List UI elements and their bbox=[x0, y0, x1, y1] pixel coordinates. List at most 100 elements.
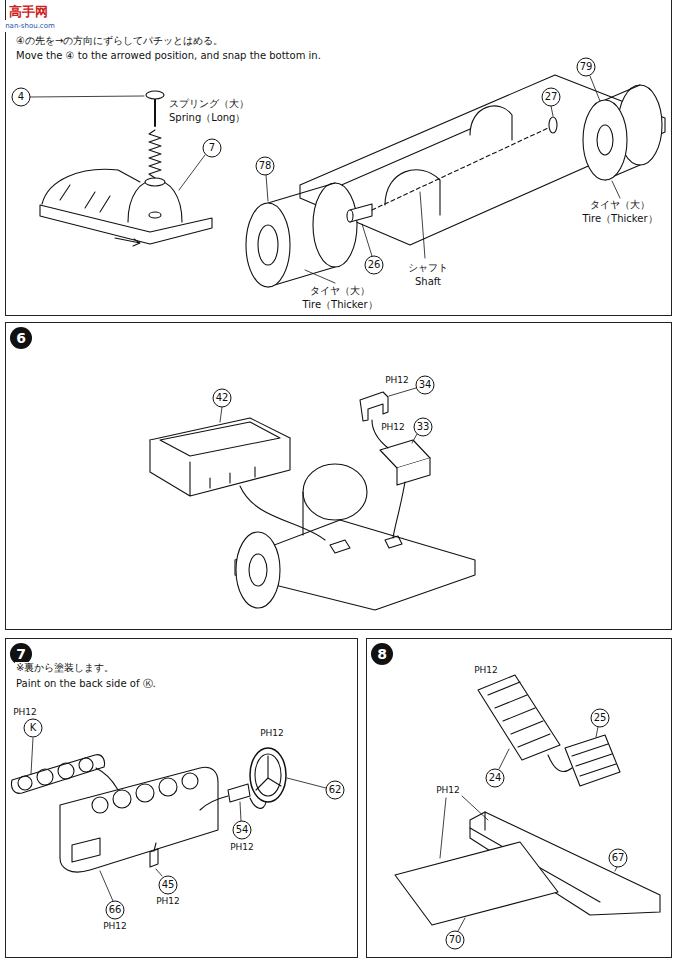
gauge-hole bbox=[92, 797, 108, 813]
plate-detail bbox=[60, 185, 110, 212]
gauge-hole bbox=[182, 773, 198, 789]
part-label: Spring（Long） bbox=[168, 112, 246, 124]
leader-line bbox=[156, 869, 162, 876]
callout-circle bbox=[203, 139, 221, 157]
callout-number: 54 bbox=[236, 824, 249, 836]
leader-line bbox=[266, 175, 268, 201]
side-tire bbox=[236, 532, 280, 608]
steering-spokes bbox=[256, 756, 281, 790]
leader-line bbox=[462, 796, 488, 820]
fit-line bbox=[240, 486, 325, 540]
callout-circle bbox=[577, 58, 595, 76]
callout-number: 67 bbox=[612, 852, 625, 864]
gauge-cluster bbox=[11, 755, 104, 794]
callout-number: 79 bbox=[580, 61, 593, 73]
callout-circle bbox=[365, 256, 383, 274]
tire-hub bbox=[249, 554, 267, 586]
slots bbox=[330, 536, 402, 553]
part-label: PH12 bbox=[384, 374, 410, 386]
tire-78 bbox=[246, 203, 290, 287]
callout-number: 70 bbox=[449, 934, 462, 946]
part-label: ※裏から塗装します。 bbox=[15, 662, 115, 674]
callout-circle bbox=[256, 157, 274, 175]
chassis bbox=[235, 520, 475, 610]
step-panel: 6 bbox=[5, 322, 672, 630]
callout-circle bbox=[416, 376, 434, 394]
seat-back-24 bbox=[478, 675, 560, 760]
gauge bbox=[37, 769, 53, 785]
callout-circle bbox=[12, 88, 30, 106]
step-number: 8 bbox=[371, 643, 393, 665]
callout-number: K bbox=[30, 722, 37, 734]
leader-line bbox=[420, 192, 425, 258]
leader-line bbox=[389, 388, 416, 396]
pin-shaft bbox=[154, 99, 156, 126]
callout-number: 33 bbox=[417, 421, 430, 433]
gauge-hole bbox=[113, 790, 131, 808]
callout-circle bbox=[24, 719, 42, 737]
callout-number: 66 bbox=[109, 904, 122, 916]
steering-rim bbox=[255, 754, 281, 796]
part-label: PH12 bbox=[12, 706, 38, 718]
rear-tire bbox=[303, 464, 367, 520]
watermark: nan-shou.com bbox=[4, 20, 56, 32]
callout-number: 34 bbox=[419, 379, 432, 391]
callout-circle bbox=[542, 88, 560, 106]
callout-number: 4 bbox=[18, 91, 24, 103]
fit-line bbox=[250, 798, 266, 808]
part-34 bbox=[360, 392, 388, 421]
gauge bbox=[79, 758, 93, 772]
callout-number: 42 bbox=[216, 392, 229, 404]
washer-27 bbox=[549, 117, 557, 133]
callout-number: 78 bbox=[259, 160, 272, 172]
tire-back bbox=[313, 183, 357, 267]
part-label: PH12 bbox=[229, 841, 255, 853]
leader-line bbox=[179, 155, 205, 190]
callout-number: 62 bbox=[329, 784, 342, 796]
part-45 bbox=[150, 843, 158, 867]
rear-plate bbox=[300, 75, 665, 245]
callout-circle bbox=[213, 389, 231, 407]
fit-line bbox=[200, 796, 228, 810]
leader-line bbox=[100, 871, 113, 901]
leader-line bbox=[287, 778, 326, 788]
seat-base-25 bbox=[565, 735, 620, 786]
tire-hub bbox=[258, 225, 278, 265]
part-label: PH12 bbox=[435, 784, 461, 796]
panel-70 bbox=[395, 842, 558, 925]
leader-line bbox=[551, 106, 553, 116]
callout-number: 26 bbox=[368, 259, 381, 271]
gauge bbox=[58, 763, 74, 779]
spring bbox=[149, 130, 161, 178]
callout-circle bbox=[414, 418, 432, 436]
part-label: PH12 bbox=[380, 421, 406, 433]
part-label: Paint on the back side of Ⓚ. bbox=[15, 678, 157, 690]
slide-arrow bbox=[115, 238, 140, 246]
bushing-end bbox=[347, 210, 353, 222]
seat-ribs bbox=[488, 682, 550, 747]
leader-line bbox=[220, 407, 222, 422]
part-label: PH12 bbox=[155, 895, 181, 907]
fender bbox=[470, 106, 512, 140]
part-33-flap bbox=[397, 458, 430, 485]
gauge bbox=[18, 776, 32, 790]
step-number: 6 bbox=[10, 327, 32, 349]
leader-line bbox=[596, 727, 598, 737]
fit-line bbox=[393, 482, 405, 538]
part-label: Tire（Thicker） bbox=[581, 213, 658, 225]
rear-axle bbox=[246, 75, 665, 287]
tub-side bbox=[150, 438, 290, 496]
tire-hub bbox=[597, 125, 613, 155]
callout-circle bbox=[486, 769, 504, 787]
dashboard-66 bbox=[60, 767, 218, 872]
step6-art bbox=[150, 388, 475, 610]
seat-ribs bbox=[572, 744, 616, 776]
tire-79 bbox=[583, 100, 627, 180]
leader-line bbox=[412, 434, 417, 443]
steering-wheel-62 bbox=[250, 748, 286, 802]
part-label: Tire（Thicker） bbox=[301, 299, 378, 311]
part-label: シャフト bbox=[407, 262, 449, 274]
callout-circle bbox=[233, 821, 251, 839]
tub-rim bbox=[160, 422, 280, 456]
